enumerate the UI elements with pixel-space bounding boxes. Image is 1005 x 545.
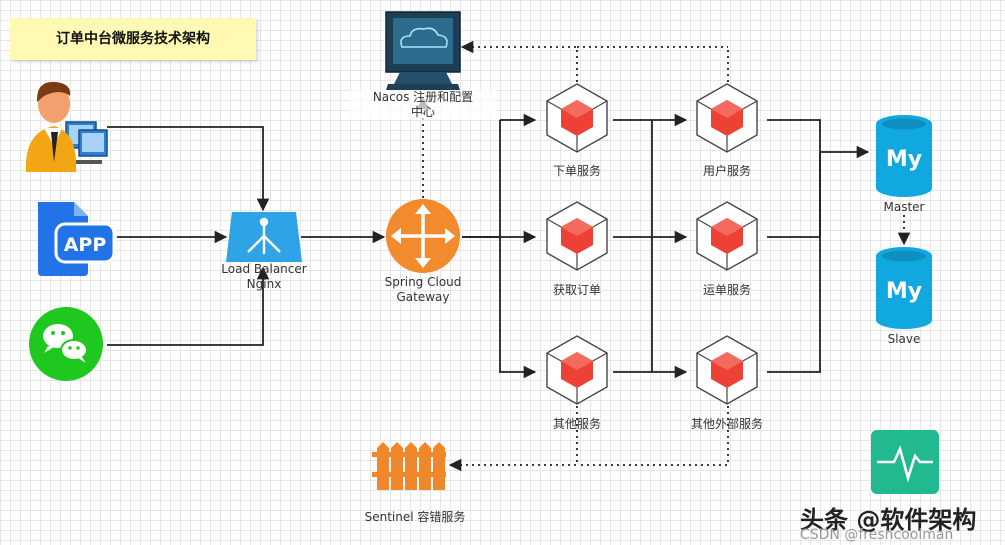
server-monitor-icon	[385, 11, 461, 90]
cube-service-icon	[696, 83, 758, 153]
gateway-router-icon	[386, 199, 460, 273]
slave-label: Slave	[887, 332, 921, 346]
shipping-service-label: 运单服务	[702, 283, 751, 297]
get-order-label: 获取订单	[552, 283, 601, 297]
edge-user-to-lb	[107, 126, 270, 212]
other-external-label: 其他外部服务	[690, 417, 763, 431]
dotted-connectors	[416, 40, 911, 472]
cube-service-icon	[696, 335, 758, 405]
cube-service-icon	[546, 83, 608, 153]
fence-icon	[372, 442, 446, 490]
edge-ext-to-db	[767, 152, 821, 373]
edge-user-to-db	[767, 119, 821, 152]
edge-wechat-to-lb	[107, 266, 270, 346]
lb-label: Load Balancer Nginx	[221, 262, 307, 291]
heartbeat-monitor-icon	[871, 430, 939, 494]
edge-services-to-nacos	[460, 40, 578, 82]
connectors	[107, 113, 870, 379]
app-icon: APP	[38, 202, 116, 276]
cube-service-icon	[546, 335, 608, 405]
edge-services-to-sentinel	[448, 400, 578, 472]
diagram-title: 订单中台微服务技术架构	[10, 18, 256, 60]
user-at-computer-icon	[25, 81, 108, 172]
wechat-icon	[29, 307, 103, 381]
other-service-label: 其他服务	[552, 417, 601, 431]
edge-bus-down	[499, 237, 537, 379]
sentinel-label: Sentinel 容错服务	[364, 510, 466, 524]
gateway-label: Spring Cloud Gateway	[384, 275, 462, 304]
user-service-label: 用户服务	[702, 164, 751, 178]
load-balancer-icon	[226, 212, 302, 262]
cube-service-icon	[696, 201, 758, 271]
watermark-main: 头条 @软件架构	[800, 506, 977, 534]
cube-service-icon	[546, 201, 608, 271]
mysql-database-icon	[876, 247, 932, 329]
master-label: Master	[883, 200, 925, 214]
watermark-sub: CSDN @freshcoolman	[800, 527, 954, 543]
svg-text:APP: APP	[64, 234, 107, 256]
mysql-database-icon	[876, 115, 932, 197]
order-service-label: 下单服务	[552, 164, 601, 178]
nacos-label: Nacos 注册和配置 中心	[350, 90, 496, 120]
